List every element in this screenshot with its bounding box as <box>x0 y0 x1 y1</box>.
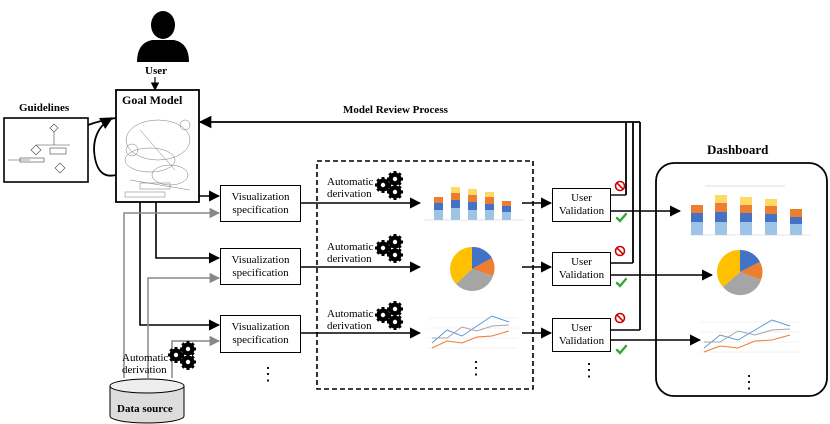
ellipsis-charts: ⋮ <box>467 358 485 378</box>
validation-line2: Validation <box>558 269 605 281</box>
auto-derivation-line2: derivation <box>327 320 372 332</box>
prohibited-icon <box>614 180 626 192</box>
auto-derivation-line1: Automatic <box>327 241 374 253</box>
check-icon <box>615 344 628 355</box>
viz-spec-line2: specification <box>232 266 289 279</box>
gears-icon <box>375 171 403 200</box>
viz-spec-line1: Visualization <box>231 190 290 203</box>
ellipsis-validation: ⋮ <box>580 360 598 380</box>
viz-spec-line1: Visualization <box>231 321 290 333</box>
guidelines-thumbnail <box>8 123 70 174</box>
viz-spec-line2: specification <box>232 334 289 346</box>
viz-spec-line2: specification <box>232 203 289 216</box>
check-icon <box>615 212 628 223</box>
bar-chart-thumbnail <box>424 187 524 221</box>
auto-derivation-line1: Automatic <box>122 352 169 364</box>
gears-icon <box>375 301 403 330</box>
check-icon <box>615 277 628 288</box>
validation-line2: Validation <box>558 205 605 217</box>
line-chart-thumbnail <box>428 315 518 349</box>
goal-model-box <box>115 89 200 203</box>
auto-derivation-line2: derivation <box>327 188 372 200</box>
user-silhouette-icon <box>137 11 189 62</box>
pie-chart-thumbnail <box>450 246 495 292</box>
prohibited-icon <box>614 312 626 324</box>
ellipsis-specs: ⋮ <box>259 364 277 384</box>
goal-model-label: Goal Model <box>122 93 183 107</box>
validation-line1: User <box>571 256 592 268</box>
user-label: User <box>145 65 167 77</box>
validation-line1: User <box>571 322 592 334</box>
validation-line1: User <box>571 192 592 204</box>
gears-icon <box>375 234 403 263</box>
prohibited-icon <box>614 245 626 257</box>
ellipsis-dashboard: ⋮ <box>740 372 758 392</box>
dashboard-pie-chart <box>717 249 763 296</box>
guidelines-box <box>3 117 89 183</box>
dashboard-line-chart <box>700 319 800 353</box>
model-review-label: Model Review Process <box>343 104 448 116</box>
validation-line2: Validation <box>558 335 605 347</box>
dashboard-label: Dashboard <box>707 142 769 157</box>
viz-spec-line1: Visualization <box>231 253 290 266</box>
goal-model-thumbnail <box>124 119 191 198</box>
data-source-cylinder <box>109 378 185 424</box>
dashboard-box <box>655 162 828 397</box>
auto-derivation-line2: derivation <box>327 253 372 265</box>
data-source-label: Data source <box>117 403 173 415</box>
dashboard-bar-chart <box>690 185 810 236</box>
derivation-region <box>316 160 534 390</box>
auto-derivation-line2: derivation <box>122 364 167 376</box>
guidelines-label: Guidelines <box>19 102 70 114</box>
auto-derivation-line1: Automatic <box>327 308 374 320</box>
auto-derivation-line1: Automatic <box>327 176 374 188</box>
